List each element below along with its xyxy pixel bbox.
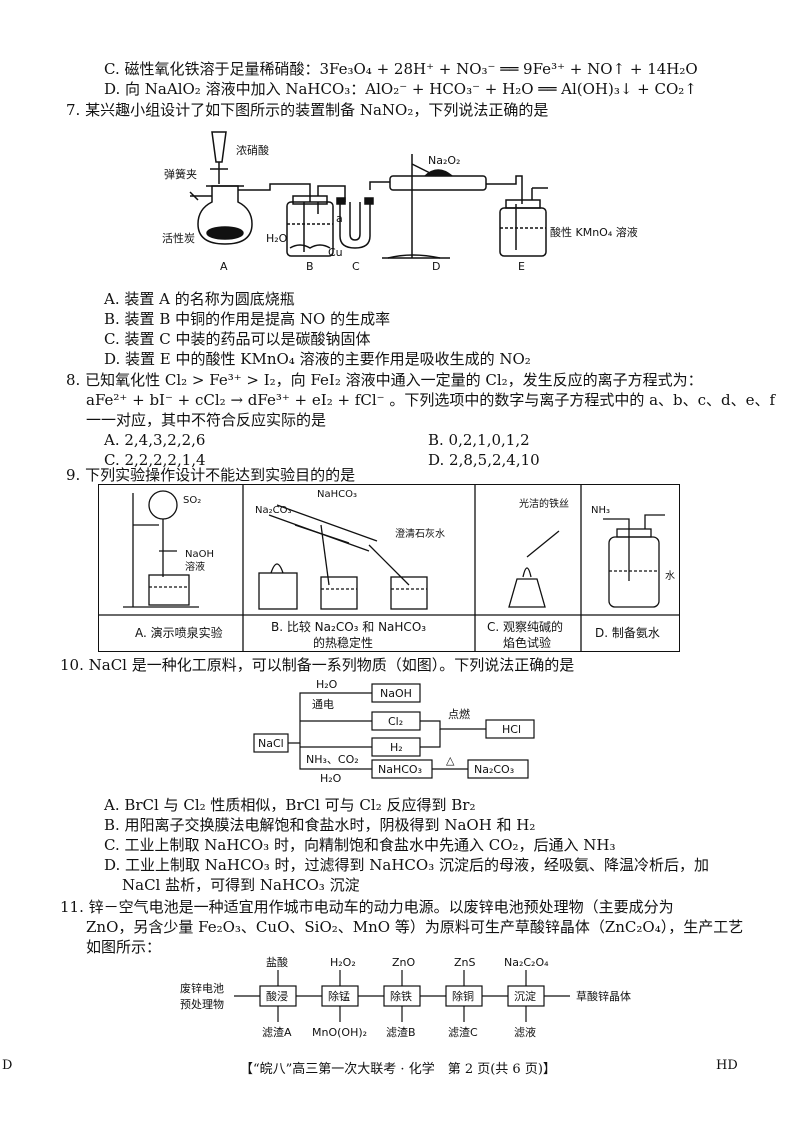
q10-option-d-cont: NaCl 盐析，可得到 NaHCO₃ 沉淀 xyxy=(122,876,360,894)
q7-option-d: D. 装置 E 中的酸性 KMnO₄ 溶液的主要作用是吸收生成的 NO₂ xyxy=(104,350,531,368)
flow-reagent-zns: ZnS xyxy=(454,956,476,969)
flow-nahco3: NaHCO₃ xyxy=(378,763,422,776)
q8-stem-2: aFe²⁺ + bI⁻ + cCl₂ → dFe³⁺ + eI₂ + fCl⁻ … xyxy=(86,391,776,409)
label-iron-wire: 光洁的铁丝 xyxy=(519,497,569,510)
q11-stem-2: ZnO，另含少量 Fe₂O₃、CuO、SiO₂、MnO 等）为原料可生产草酸锌晶… xyxy=(86,918,744,936)
label-na2co3: Na₂CO₃ xyxy=(255,505,291,516)
flow-output-residue-a: 滤渣A xyxy=(262,1025,292,1039)
flow-step-acid-leach: 酸浸 xyxy=(266,989,288,1003)
flow-step-precipitate: 沉淀 xyxy=(514,989,536,1003)
flow-step-remove-mn: 除锰 xyxy=(328,989,350,1003)
footer-right: HD xyxy=(716,1058,738,1073)
footer-left: D xyxy=(2,1058,13,1073)
caption-c-1: C. 观察纯碱的 xyxy=(487,619,563,634)
q8-stem-3: 一一对应，其中不符合反应实际的是 xyxy=(86,411,327,429)
q7-option-a: A. 装置 A 的名称为圆底烧瓶 xyxy=(104,290,295,308)
q7-option-b: B. 装置 B 中铜的作用是提高 NO 的生成率 xyxy=(104,310,391,328)
label-spring-clip: 弹簧夹 xyxy=(164,167,197,181)
caption-c-2: 焰色试验 xyxy=(503,635,551,650)
q10-stem: 10. NaCl 是一种化工原料，可以制备一系列物质（如图）。下列说法正确的是 xyxy=(60,656,575,674)
flow-reagent-hcl: 盐酸 xyxy=(266,955,288,969)
flow-output-filtrate: 滤液 xyxy=(514,1025,536,1039)
q11-process-flowchart: 废锌电池 预处理物 酸浸 除锰 除铁 除铜 沉淀 盐酸 H₂O₂ ZnO ZnS… xyxy=(180,955,631,1039)
flow-nh3-co2: NH₃、CO₂ xyxy=(306,753,359,766)
flow-electrolysis: 通电 xyxy=(312,698,334,711)
label-h2o: H₂O xyxy=(266,232,288,245)
caption-a: A. 演示喷泉实验 xyxy=(135,625,223,640)
q10-option-d: D. 工业上制取 NaHCO₃ 时，过滤得到 NaHCO₃ 沉淀后的母液，经吸氨… xyxy=(104,856,709,874)
label-conc-nitric: 浓硝酸 xyxy=(236,143,269,157)
label-na2o2: Na₂O₂ xyxy=(428,154,460,167)
label-naoh: NaOH xyxy=(185,549,214,560)
q7-stem: 7. 某兴趣小组设计了如下图所示的装置制备 NaNO₂，下列说法正确的是 xyxy=(66,101,549,119)
label-D: D xyxy=(432,260,440,273)
q7-apparatus-diagram: 弹簧夹 浓硝酸 活性炭 H₂O a Cu Na₂O₂ 酸性 KMnO₄ 溶液 A… xyxy=(162,131,638,273)
flow-output-residue-b: 滤渣B xyxy=(386,1025,416,1039)
q11-stem-1: 11. 锌－空气电池是一种适宜用作城市电动车的动力电源。以废锌电池预处理物（主要… xyxy=(60,898,674,916)
flow-cl2: Cl₂ xyxy=(388,715,403,728)
flow-h2o: H₂O xyxy=(316,678,338,691)
flow-h2o-b: H₂O xyxy=(320,772,342,784)
label-so2: SO₂ xyxy=(183,495,201,506)
flow-naoh: NaOH xyxy=(380,687,412,700)
flow-step-remove-fe: 除铁 xyxy=(390,989,412,1003)
label-cu: Cu xyxy=(328,246,343,259)
caption-b-1: B. 比较 Na₂CO₃ 和 NaHCO₃ xyxy=(271,619,426,634)
flow-step-remove-cu: 除铜 xyxy=(452,989,474,1003)
q10-option-a: A. BrCl 与 Cl₂ 性质相似，BrCl 可与 Cl₂ 反应得到 Br₂ xyxy=(104,796,476,814)
label-B: B xyxy=(306,260,314,273)
label-nahco3: NaHCO₃ xyxy=(317,489,357,500)
q10-flowchart: NaCl NaOH Cl₂ H₂ HCl NaHCO₃ Na₂CO₃ H₂O 通… xyxy=(253,678,535,784)
option-d-naalo2: D. 向 NaAlO₂ 溶液中加入 NaHCO₃：AlO₂⁻ + HCO₃⁻ +… xyxy=(104,80,697,98)
flow-na2co3: Na₂CO₃ xyxy=(474,763,514,776)
flow-output-residue-c: 滤渣C xyxy=(448,1025,478,1039)
flow-reagent-zno: ZnO xyxy=(392,956,416,969)
caption-d: D. 制备氨水 xyxy=(595,626,660,640)
flow-reagent-h2o2: H₂O₂ xyxy=(330,956,356,969)
flow-output-mnooh2: MnO(OH)₂ xyxy=(312,1026,367,1039)
label-water: 水 xyxy=(665,570,675,582)
q11-stem-3: 如图所示： xyxy=(86,938,162,956)
label-A: A xyxy=(220,260,228,273)
q9-stem: 9. 下列实验操作设计不能达到实验目的的是 xyxy=(66,466,356,484)
label-nh3: NH₃ xyxy=(591,505,610,516)
caption-b-2: 的热稳定性 xyxy=(313,635,373,650)
q8-option-d: D. 2,8,5,2,4,10 xyxy=(428,451,540,469)
label-E: E xyxy=(518,260,525,273)
q7-option-c: C. 装置 C 中装的药品可以是碳酸钠固体 xyxy=(104,330,371,348)
flow-reagent-na2c2o4: Na₂C₂O₄ xyxy=(504,956,549,969)
flow-ignite: 点燃 xyxy=(448,707,470,721)
flow-heat: △ xyxy=(446,754,455,767)
flow-hcl: HCl xyxy=(502,723,521,736)
flow-nacl: NaCl xyxy=(258,737,284,750)
option-c-fe3o4: C. 磁性氧化铁溶于足量稀硝酸：3Fe₃O₄ + 28H⁺ + NO₃⁻ ══ … xyxy=(104,60,698,78)
flow-product: 草酸锌晶体 xyxy=(576,989,631,1003)
q10-option-c: C. 工业上制取 NaHCO₃ 时，向精制饱和食盐水中先通入 CO₂，后通入 N… xyxy=(104,836,616,854)
label-C: C xyxy=(352,260,360,273)
q8-option-a: A. 2,4,3,2,2,6 xyxy=(104,431,206,449)
flow-h2: H₂ xyxy=(390,741,403,754)
label-kmno4: 酸性 KMnO₄ 溶液 xyxy=(550,225,638,239)
q9-table-drawing: SO₂ NaOH 溶液 Na₂CO₃ NaHCO₃ 澄清石灰水 光洁的铁丝 NH… xyxy=(99,485,679,651)
q8-option-b: B. 0,2,1,0,1,2 xyxy=(428,431,530,449)
label-limewater: 澄清石灰水 xyxy=(395,527,445,540)
flow-start-2: 预处理物 xyxy=(180,997,224,1011)
footer-center: 【“皖八”高三第一次大联考 · 化学 第 2 页(共 6 页)】 xyxy=(240,1062,556,1077)
flow-start-1: 废锌电池 xyxy=(180,981,224,995)
label-a: a xyxy=(336,212,343,225)
q10-option-b: B. 用阳离子交换膜法电解饱和食盐水时，阴极得到 NaOH 和 H₂ xyxy=(104,816,536,834)
label-solution: 溶液 xyxy=(185,560,205,573)
q9-experiment-table: SO₂ NaOH 溶液 Na₂CO₃ NaHCO₃ 澄清石灰水 光洁的铁丝 NH… xyxy=(98,484,680,652)
label-charcoal: 活性炭 xyxy=(162,231,195,245)
q8-option-c: C. 2,2,2,2,1,4 xyxy=(104,451,206,469)
q8-stem-1: 8. 已知氧化性 Cl₂ > Fe³⁺ > I₂，向 FeI₂ 溶液中通入一定量… xyxy=(66,371,703,389)
